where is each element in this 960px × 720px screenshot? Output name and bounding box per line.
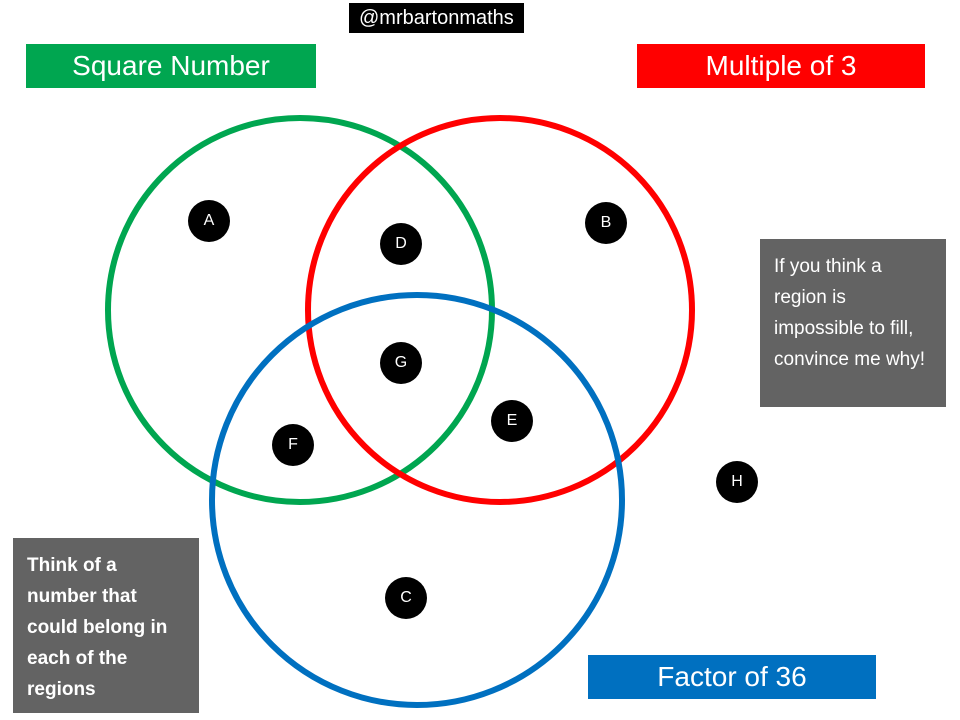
- note-think-of-number: Think of a number that could belong in e…: [13, 538, 199, 713]
- point-marker-a[interactable]: A: [188, 200, 230, 242]
- point-marker-h[interactable]: H: [716, 461, 758, 503]
- point-marker-b[interactable]: B: [585, 202, 627, 244]
- point-marker-c[interactable]: C: [385, 577, 427, 619]
- label-square-number: Square Number: [26, 44, 316, 88]
- point-marker-e[interactable]: E: [491, 400, 533, 442]
- point-marker-g[interactable]: G: [380, 342, 422, 384]
- factor-of-36-circle: [209, 292, 625, 708]
- point-marker-d[interactable]: D: [380, 223, 422, 265]
- label-factor-of-36: Factor of 36: [588, 655, 876, 699]
- watermark-handle: @mrbartonmaths: [349, 3, 524, 33]
- note-impossible-region: If you think a region is impossible to f…: [760, 239, 946, 407]
- label-multiple-of-3: Multiple of 3: [637, 44, 925, 88]
- point-marker-f[interactable]: F: [272, 424, 314, 466]
- multiple-of-3-circle: [305, 115, 695, 505]
